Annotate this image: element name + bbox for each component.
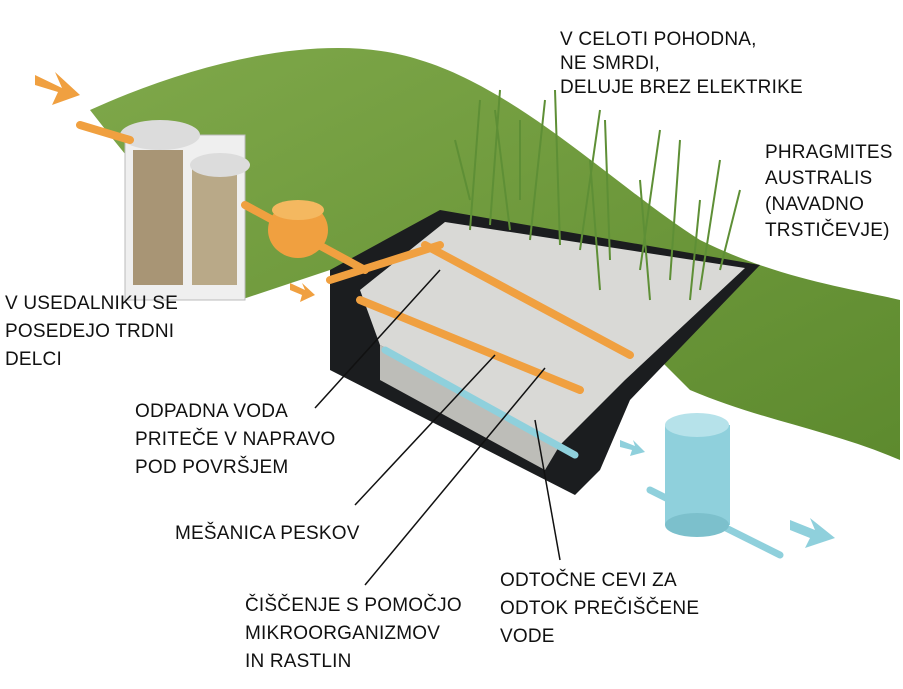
outflow-arrow-icon (790, 518, 835, 548)
label-line: VODE (500, 626, 555, 647)
outflow-shaft (665, 425, 730, 525)
label-line: POSEDEJO TRDNI (5, 321, 175, 342)
sand-mix-label: MEŠANICA PESKOV (175, 522, 360, 546)
label-line: ODPADNA VODA (135, 401, 289, 422)
inflow-pipe (76, 121, 634, 394)
label-line: (NAVADNO (765, 194, 865, 215)
settling-tank-label: V USEDALNIKU SE POSEDEJO TRDNI DELCI (5, 290, 178, 374)
drain-pipes-label: ODTOČNE CEVI ZA ODTOK PREČIŠČENE VODE (500, 567, 699, 651)
label-line: ČIŠČENJE S POMOČJO (245, 595, 462, 616)
sand-layer (380, 345, 560, 470)
features-label: V CELOTI POHODNA, NE SMRDI, DELUJE BREZ … (560, 28, 803, 100)
purification-label: ČIŠČENJE S POMOČJO MIKROORGANIZMOV IN RA… (245, 592, 462, 676)
flow-arrows (35, 72, 835, 548)
label-line: DELUJE BREZ ELEKTRIKE (560, 77, 803, 98)
label-line: ODTOK PREČIŠČENE (500, 598, 700, 619)
label-line: POD POVRŠJEM (135, 457, 289, 478)
label-line: DELCI (5, 349, 62, 370)
label-line: TRSTIČEVJE) (765, 220, 890, 241)
label-line: V USEDALNIKU SE (5, 293, 178, 314)
outflow-arrow-icon (620, 440, 645, 456)
plant-label: PHRAGMITES AUSTRALIS (NAVADNO TRSTIČEVJE… (765, 140, 893, 244)
label-line: PRITEČE V NAPRAVO (135, 429, 336, 450)
label-line: ODTOČNE CEVI ZA (500, 570, 677, 591)
label-line: PHRAGMITES (765, 142, 893, 163)
inflow-label: ODPADNA VODA PRITEČE V NAPRAVO POD POVRŠ… (135, 398, 335, 482)
inflow-arrow-icon (35, 72, 80, 105)
label-line: NE SMRDI, (560, 53, 660, 74)
reeds (454, 89, 741, 301)
label-line: V CELOTI POHODNA, (560, 29, 757, 50)
label-line: MEŠANICA PESKOV (175, 523, 360, 544)
leader-lines (314, 269, 561, 586)
label-line: AUSTRALIS (765, 168, 873, 189)
flow-arrow-icon (290, 283, 315, 302)
label-line: MIKROORGANIZMOV (245, 623, 441, 644)
label-line: IN RASTLIN (245, 651, 352, 672)
